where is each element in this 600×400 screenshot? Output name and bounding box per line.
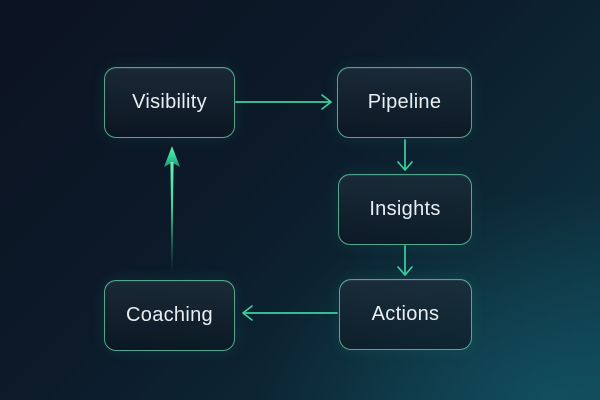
node-actions-label: Actions — [371, 303, 440, 325]
node-pipeline-label: Pipeline — [367, 91, 442, 113]
edge-pipeline-insights-arrow — [397, 139, 413, 171]
node-coaching-label: Coaching — [126, 304, 213, 326]
edge-coaching-visibility-bold-arrow — [164, 146, 180, 273]
edge-insights-actions-arrow — [397, 245, 413, 276]
node-insights-label: Insights — [369, 198, 441, 220]
node-coaching: Coaching — [104, 280, 235, 351]
node-pipeline: Pipeline — [337, 67, 472, 138]
edge-visibility-pipeline-arrow — [235, 94, 332, 110]
node-actions: Actions — [339, 279, 472, 350]
edge-actions-coaching-arrow — [242, 305, 338, 321]
node-insights: Insights — [338, 174, 472, 245]
node-visibility-label: Visibility — [132, 91, 207, 113]
node-visibility: Visibility — [104, 67, 235, 138]
